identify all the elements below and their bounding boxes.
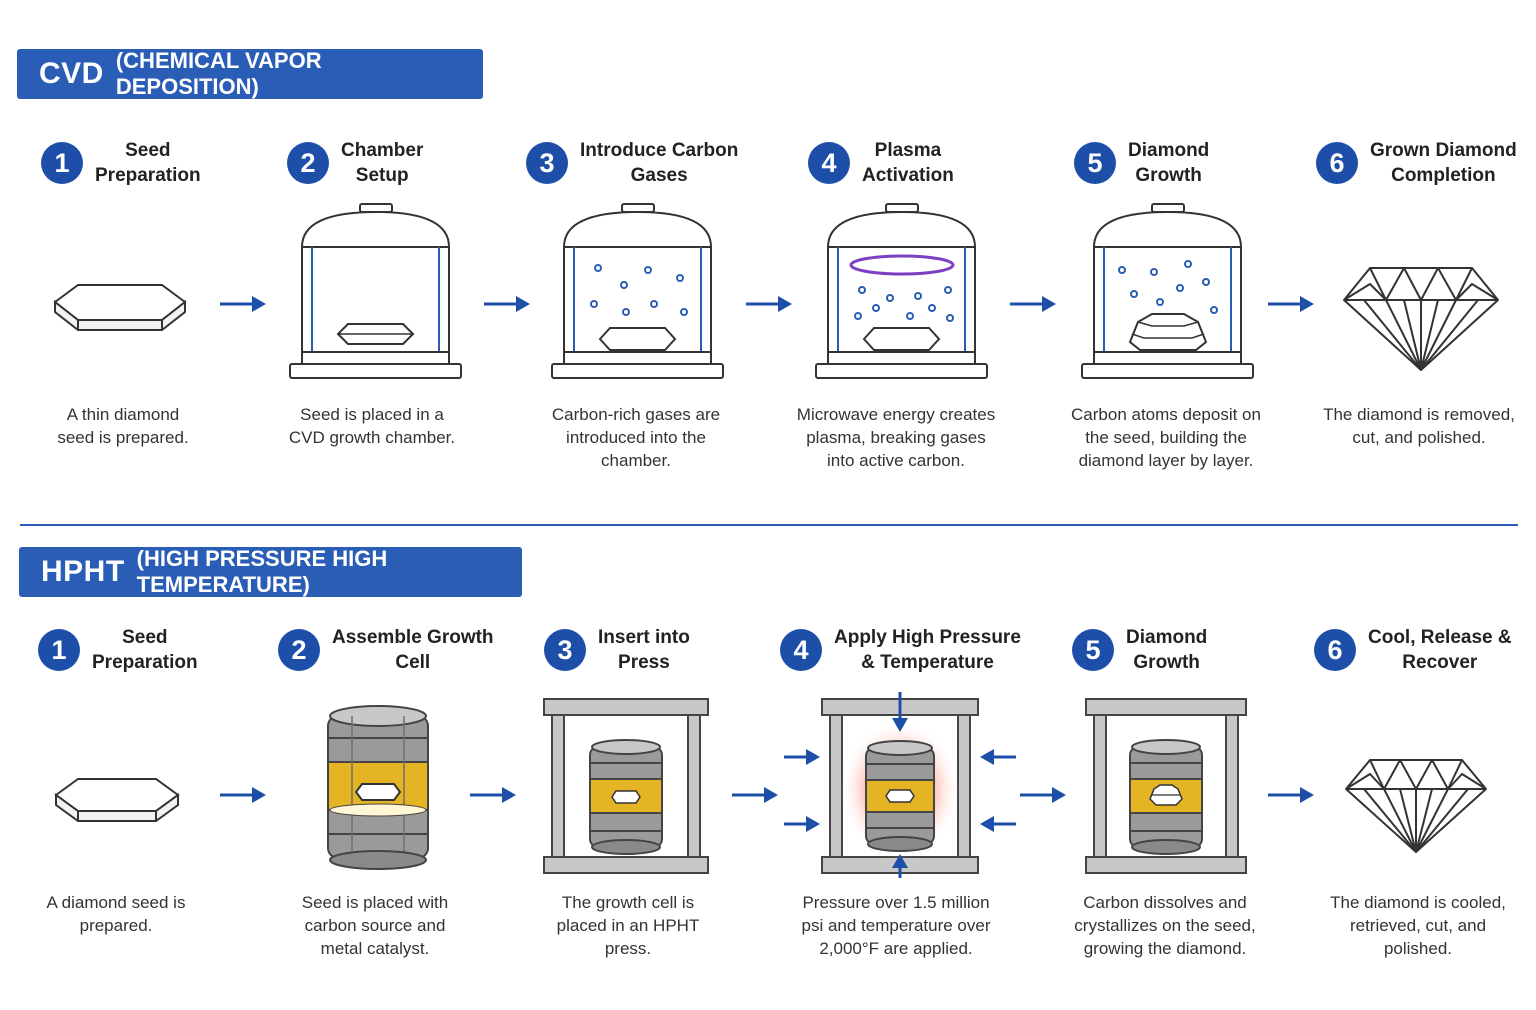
- hpht-abbr: HPHT: [41, 555, 125, 588]
- seed-plate-icon: [53, 284, 187, 331]
- growth-press-icon: [1085, 698, 1247, 874]
- hpht-step-6-header: 6 Cool, Release &Recover: [1314, 625, 1512, 675]
- step-description: The diamond is cooled,retrieved, cut, an…: [1330, 893, 1506, 958]
- step-number-badge: 5: [1072, 629, 1114, 671]
- step-number-badge: 3: [526, 142, 568, 184]
- cvd-abbr: CVD: [39, 57, 104, 90]
- arrow-right-icon: [1268, 296, 1314, 312]
- arrow-right-icon: [746, 296, 792, 312]
- growth-cell-icon: [327, 705, 429, 870]
- section-divider: [20, 524, 1518, 526]
- step-number-badge: 3: [544, 629, 586, 671]
- step-number-badge: 1: [41, 142, 83, 184]
- cvd-banner: CVD (CHEMICAL VAPOR DEPOSITION): [17, 48, 483, 99]
- arrow-right-icon: [220, 296, 266, 312]
- cut-diamond-icon: [1345, 759, 1487, 853]
- step-description: The diamond is removed,cut, and polished…: [1323, 405, 1515, 447]
- pressure-heat-press-icon: [784, 692, 1016, 878]
- step-number-badge: 5: [1074, 142, 1116, 184]
- arrow-right-icon: [484, 296, 530, 312]
- step-number-badge: 2: [278, 629, 320, 671]
- arrow-right-icon: [732, 787, 778, 803]
- growth-chamber-icon: [1081, 203, 1254, 379]
- step-number-badge: 1: [38, 629, 80, 671]
- step-title: Apply High Pressure& Temperature: [834, 627, 1021, 673]
- step-number-badge: 6: [1314, 629, 1356, 671]
- cut-diamond-icon: [1343, 267, 1499, 371]
- arrow-right-icon: [1268, 787, 1314, 803]
- step-number-badge: 2: [287, 142, 329, 184]
- cvd-full-name: (CHEMICAL VAPOR DEPOSITION): [115, 48, 322, 99]
- step-number-badge: 6: [1316, 142, 1358, 184]
- hpht-banner: HPHT (HIGH PRESSURE HIGH TEMPERATURE): [19, 546, 522, 597]
- gas-chamber-icon: [551, 203, 724, 379]
- arrow-right-icon: [220, 787, 266, 803]
- arrow-right-icon: [1010, 296, 1056, 312]
- arrow-right-icon: [1020, 787, 1066, 803]
- hpht-full-name: (HIGH PRESSURE HIGH TEMPERATURE): [136, 546, 388, 597]
- hpht-step-4-header: 4 Apply High Pressure& Temperature: [780, 625, 1021, 675]
- step-number-badge: 4: [780, 629, 822, 671]
- cvd-chamber-icon: [289, 203, 462, 379]
- plasma-chamber-icon: [815, 203, 988, 379]
- step-title: Cool, Release &Recover: [1368, 627, 1512, 673]
- arrow-right-icon: [470, 787, 516, 803]
- step-number-badge: 4: [808, 142, 850, 184]
- seed-plate-icon: [54, 778, 180, 822]
- hpht-press-icon: [543, 698, 709, 874]
